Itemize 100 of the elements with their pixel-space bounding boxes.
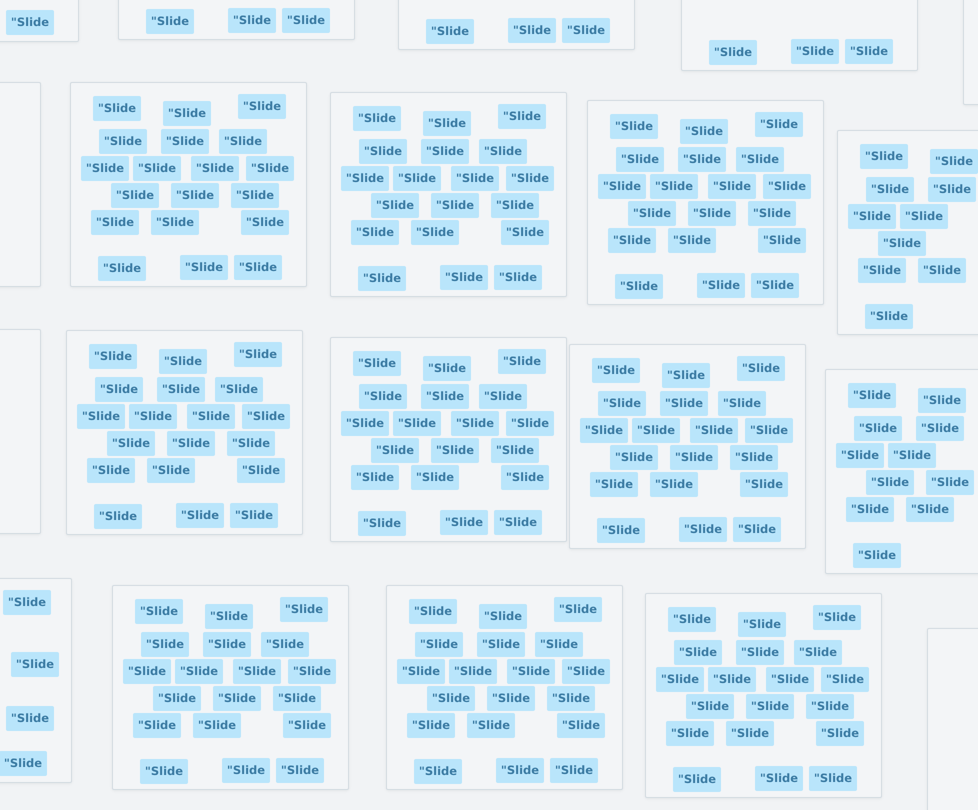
slide-tag: "Slide — [230, 503, 278, 528]
slide-tag: "Slide — [238, 94, 286, 119]
slide-card — [645, 593, 882, 798]
slide-tag: "Slide — [89, 344, 137, 369]
slide-tag: "Slide — [219, 129, 267, 154]
slide-tag: "Slide — [866, 177, 914, 202]
slide-tag: "Slide — [848, 383, 896, 408]
slide-tag: "Slide — [222, 758, 270, 783]
slide-tag: "Slide — [679, 517, 727, 542]
slide-tag: "Slide — [231, 183, 279, 208]
slide-tag: "Slide — [351, 220, 399, 245]
slide-tag: "Slide — [888, 443, 936, 468]
slide-tag: "Slide — [371, 193, 419, 218]
slide-tag: "Slide — [501, 220, 549, 245]
slide-tag: "Slide — [547, 686, 595, 711]
slide-tag: "Slide — [736, 640, 784, 665]
slide-tag: "Slide — [507, 659, 555, 684]
slide-tag: "Slide — [234, 255, 282, 280]
slide-tag: "Slide — [6, 706, 54, 731]
slide-tag: "Slide — [151, 210, 199, 235]
slide-tag: "Slide — [176, 503, 224, 528]
slide-tag: "Slide — [813, 605, 861, 630]
slide-tag: "Slide — [411, 465, 459, 490]
slide-tag: "Slide — [193, 713, 241, 738]
slide-tag: "Slide — [467, 713, 515, 738]
slide-tag: "Slide — [836, 443, 884, 468]
slide-tag: "Slide — [477, 632, 525, 657]
slide-tag: "Slide — [666, 721, 714, 746]
slide-card — [386, 585, 623, 790]
slide-tag: "Slide — [598, 174, 646, 199]
slide-tag: "Slide — [628, 201, 676, 226]
slide-tag: "Slide — [791, 39, 839, 64]
slide-tag: "Slide — [397, 659, 445, 684]
slide-tag: "Slide — [431, 193, 479, 218]
slide-tag: "Slide — [738, 612, 786, 637]
slide-tag: "Slide — [431, 438, 479, 463]
slide-tag: "Slide — [409, 599, 457, 624]
slide-tag: "Slide — [928, 177, 976, 202]
slide-tag: "Slide — [94, 504, 142, 529]
slide-tag: "Slide — [766, 667, 814, 692]
slide-tag: "Slide — [98, 256, 146, 281]
slide-tag: "Slide — [393, 411, 441, 436]
slide-tag: "Slide — [733, 517, 781, 542]
slide-tag: "Slide — [678, 147, 726, 172]
slide-card — [330, 337, 567, 542]
slide-tag: "Slide — [341, 166, 389, 191]
slide-tag: "Slide — [900, 204, 948, 229]
slide-tag: "Slide — [763, 174, 811, 199]
slide-tag: "Slide — [610, 114, 658, 139]
slide-tag: "Slide — [794, 640, 842, 665]
slide-tag: "Slide — [341, 411, 389, 436]
slide-tag: "Slide — [580, 418, 628, 443]
slide-tag: "Slide — [233, 659, 281, 684]
slide-tag: "Slide — [674, 640, 722, 665]
slide-tag: "Slide — [755, 766, 803, 791]
slide-tag: "Slide — [107, 431, 155, 456]
slide-card — [330, 92, 567, 297]
slide-card — [587, 100, 824, 305]
slide-tag: "Slide — [81, 156, 129, 181]
slide-tag: "Slide — [479, 604, 527, 629]
slide-tag: "Slide — [414, 759, 462, 784]
slide-tag: "Slide — [163, 101, 211, 126]
slide-tag: "Slide — [0, 751, 47, 776]
slide-tag: "Slide — [280, 597, 328, 622]
slide-tag: "Slide — [87, 458, 135, 483]
slide-tag: "Slide — [816, 721, 864, 746]
slide-tag: "Slide — [592, 358, 640, 383]
slide-tag: "Slide — [660, 391, 708, 416]
slide-tag: "Slide — [758, 228, 806, 253]
slide-tag: "Slide — [427, 686, 475, 711]
slide-tag: "Slide — [451, 166, 499, 191]
slide-tag: "Slide — [718, 391, 766, 416]
slide-tag: "Slide — [171, 183, 219, 208]
slide-tag: "Slide — [157, 377, 205, 402]
slide-tag: "Slide — [423, 111, 471, 136]
slide-tag: "Slide — [737, 356, 785, 381]
slide-tag: "Slide — [498, 104, 546, 129]
slide-tag: "Slide — [141, 632, 189, 657]
slide-tag: "Slide — [133, 156, 181, 181]
slide-tag: "Slide — [451, 411, 499, 436]
slide-tag: "Slide — [371, 438, 419, 463]
slide-tag: "Slide — [673, 767, 721, 792]
slide-tag: "Slide — [656, 667, 704, 692]
slide-tag: "Slide — [668, 607, 716, 632]
slide-tag: "Slide — [415, 632, 463, 657]
slide-tag: "Slide — [351, 465, 399, 490]
slide-tag: "Slide — [501, 465, 549, 490]
slide-tag: "Slide — [709, 40, 757, 65]
slide-tag: "Slide — [283, 713, 331, 738]
slide-tag: "Slide — [858, 258, 906, 283]
slide-tag: "Slide — [407, 713, 455, 738]
slide-tag: "Slide — [153, 686, 201, 711]
slide-tag: "Slide — [809, 766, 857, 791]
slide-tag: "Slide — [748, 201, 796, 226]
slide-tag: "Slide — [535, 632, 583, 657]
slide-tag: "Slide — [853, 543, 901, 568]
slide-tag: "Slide — [359, 384, 407, 409]
slide-tag: "Slide — [697, 273, 745, 298]
slide-tag: "Slide — [590, 472, 638, 497]
slide-tag: "Slide — [632, 418, 680, 443]
